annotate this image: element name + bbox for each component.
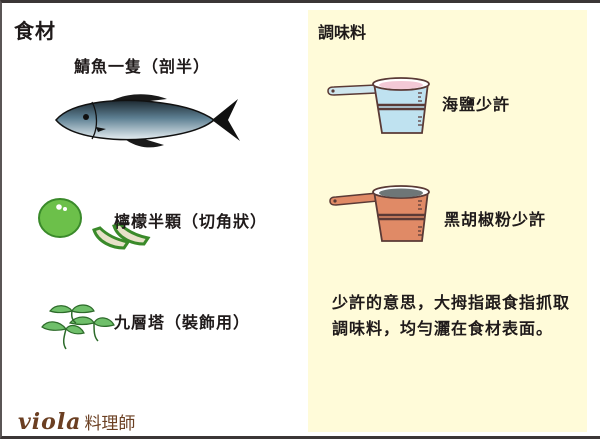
pepper-measuring-cup-icon (329, 185, 430, 242)
seasonings-title: 調味料 (318, 23, 367, 42)
brand-logo: viola 料理師 (18, 409, 135, 435)
brand-logo-subtitle: 料理師 (84, 414, 136, 434)
lemon-icon (38, 198, 151, 250)
seasoning-note: 少許的意思，大拇指跟食指抓取調味料，均勻灑在食材表面。 (332, 293, 571, 338)
seasoning-panel (308, 10, 587, 432)
seasoning-label-salt: 海鹽少許 (442, 95, 511, 114)
ingredient-label-mackerel: 鯖魚一隻（剖半） (74, 57, 211, 76)
basil-icon (41, 304, 115, 350)
seasoning-label-pepper: 黑胡椒粉少許 (444, 210, 547, 229)
salt-measuring-cup-icon (327, 77, 430, 134)
ingredient-label-lemon: 檸檬半顆（切角狀） (114, 212, 268, 231)
ingredient-label-basil: 九層塔（裝飾用） (114, 313, 251, 332)
fish-icon (55, 94, 240, 148)
ingredients-title: 食材 (14, 19, 56, 43)
brand-logo-word: viola (18, 409, 82, 435)
